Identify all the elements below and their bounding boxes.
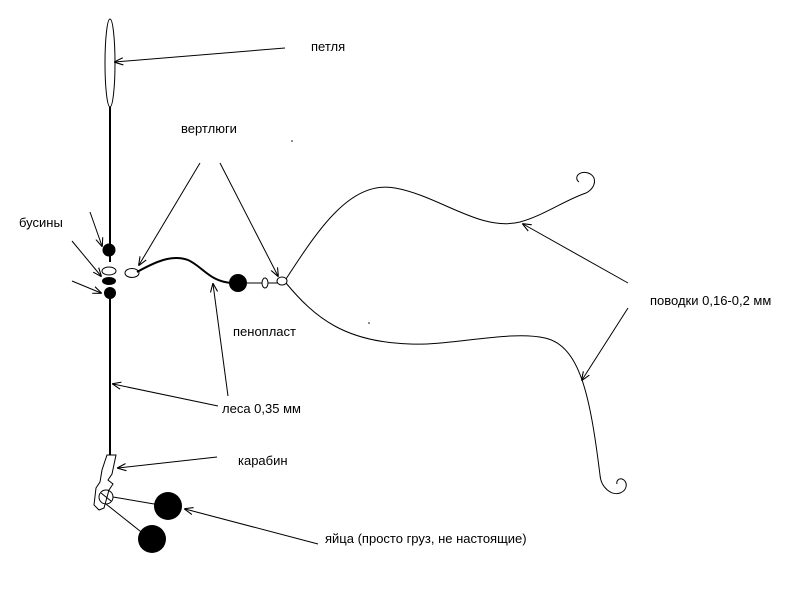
leader-upper — [285, 186, 587, 280]
label-leaders: поводки 0,16-0,2 мм — [650, 293, 771, 308]
foam-float — [229, 274, 247, 292]
side-line — [136, 256, 233, 284]
swivel-right — [276, 276, 288, 286]
small-swivel — [261, 277, 269, 289]
leader-lower — [285, 282, 601, 476]
arrow-bead-bottom — [71, 280, 101, 293]
speck — [291, 140, 293, 142]
label-beads: бусины — [19, 215, 63, 230]
arrow-leader-upper — [523, 224, 629, 284]
arrow-leader-lower — [582, 307, 629, 380]
hook-upper — [576, 171, 595, 194]
bead-top — [102, 243, 116, 257]
egg-weight-upper — [154, 492, 182, 520]
egg-link-lower — [105, 503, 146, 536]
loop — [104, 18, 116, 108]
label-eggs: яйца (просто груз, не настоящие) — [325, 531, 527, 546]
label-carabiner: карабин — [238, 453, 288, 468]
arrow-bead-top — [89, 211, 102, 246]
arrow-bead-middle — [71, 240, 101, 276]
arrow-foam — [213, 284, 229, 397]
label-loop: петля — [311, 39, 345, 54]
arrow-eggs — [185, 509, 319, 545]
label-swivels: вертлюги — [181, 121, 237, 136]
hook-lower — [599, 474, 627, 495]
bead-bottom — [104, 287, 116, 299]
arrow-swivel-left — [139, 162, 201, 265]
egg-link-upper — [112, 496, 161, 506]
arrow-loop — [115, 47, 286, 62]
arrow-swivel-right — [219, 162, 278, 276]
label-foam: пенопласт — [233, 324, 296, 339]
arrow-line — [113, 384, 219, 407]
carabiner — [93, 454, 117, 511]
egg-weight-lower — [138, 525, 166, 553]
carabiner-slash — [100, 492, 112, 502]
speck — [368, 322, 370, 324]
arrow-carabiner — [118, 456, 218, 468]
bead-swivel-ring — [101, 266, 117, 276]
swivel-left — [124, 268, 140, 278]
label-line: леса 0,35 мм — [222, 401, 301, 416]
bead-middle — [102, 277, 116, 285]
